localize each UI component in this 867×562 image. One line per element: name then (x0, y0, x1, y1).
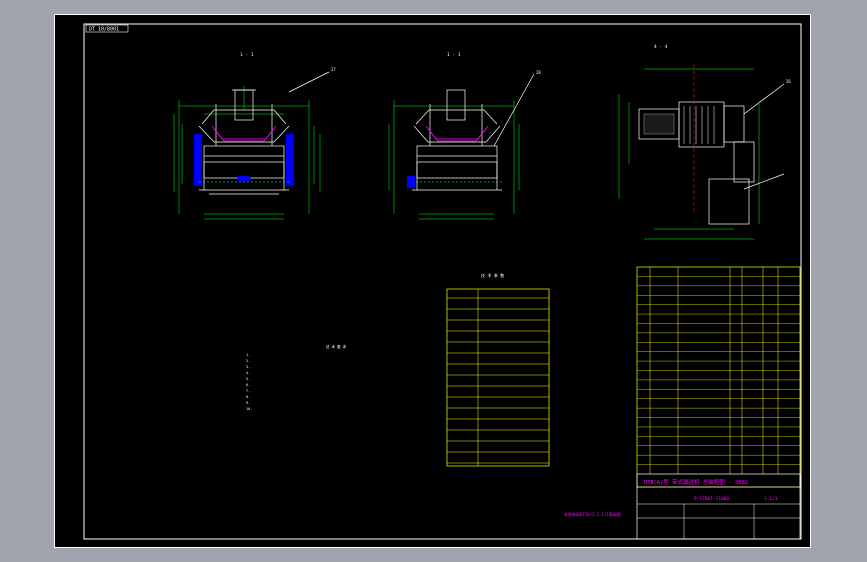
drawing-title: DTⅡ(A)型 带式输送机 总装配图 - 2002 (644, 478, 748, 486)
view-1-label: 1 - 1 (240, 52, 254, 58)
side-guard-right (286, 134, 294, 186)
drawing-frame (83, 23, 802, 540)
spec-table: 技 术 参 数 (446, 272, 550, 467)
view-1-callout: 27 (331, 67, 336, 72)
note-item: 7. (246, 389, 251, 393)
drawing-sheet: DT 10/8001 1 - 1 (54, 14, 811, 548)
title-block: DTⅡ(A)型 带式输送机 总装配图 - 2002 D-17001-2100G … (636, 473, 801, 540)
view-2: 1 - 1 28 (388, 52, 541, 220)
side-guard-left (194, 134, 202, 186)
note-item: 4. (246, 371, 251, 375)
sheet-border (54, 14, 811, 548)
view-2-guard (407, 176, 415, 188)
view-3: 4 - 4 26 (618, 44, 791, 240)
view-1: 1 - 1 (173, 52, 336, 220)
view-2-callout: 28 (536, 70, 541, 75)
note-item: 10. (246, 407, 253, 411)
note-item: 1. (246, 353, 251, 357)
technical-notes: 技 术 要 求 1. 2. 3. 4. 5. 6. 7. 8. 9. 10. (246, 344, 426, 412)
view-2-label: 1 - 1 (447, 52, 461, 58)
bom-table (636, 266, 801, 488)
reference-note: 本图参照DT10/2.2.1/1基础图 (564, 511, 621, 517)
drawing-number: D-17001-2100G (694, 496, 730, 502)
technical-notes-title: 技 术 要 求 (325, 345, 347, 349)
sheet-tag: DT 10/8001 (89, 27, 119, 33)
note-item: 3. (246, 365, 251, 369)
note-item: 9. (246, 401, 251, 405)
view-3-callout: 26 (786, 79, 791, 84)
drawing-scale: 1:1/1 (764, 496, 778, 502)
center-block (238, 176, 250, 181)
note-item: 2. (246, 359, 251, 363)
sheet-tag-box (85, 24, 129, 33)
view-3-label: 4 - 4 (654, 44, 668, 50)
spec-table-title: 技 术 参 数 (481, 272, 504, 278)
cad-drawing: DT 10/8001 1 - 1 (54, 14, 811, 548)
note-item: 5. (246, 377, 251, 381)
note-item: 8. (246, 395, 251, 399)
note-item: 6. (246, 383, 251, 387)
